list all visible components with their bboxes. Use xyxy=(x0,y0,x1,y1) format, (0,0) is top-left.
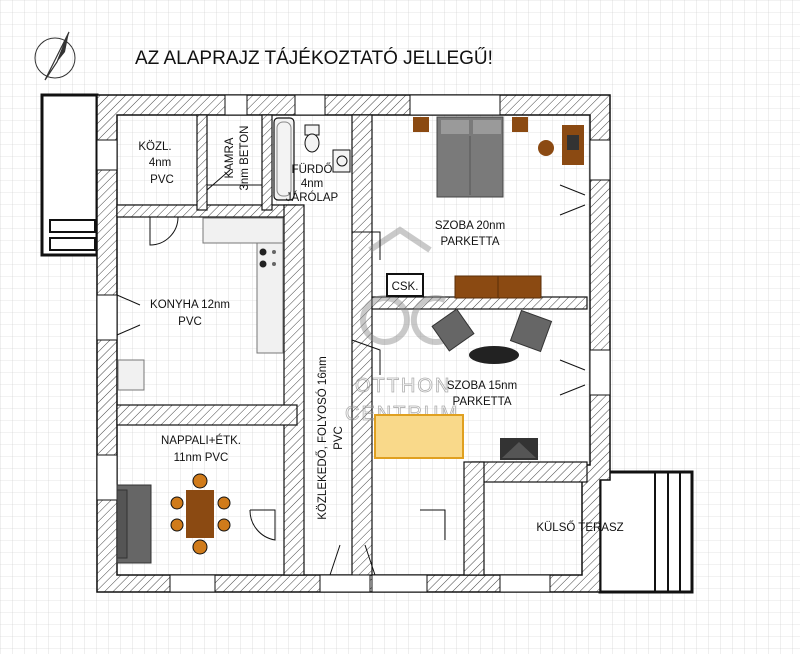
stove-icon xyxy=(259,248,276,268)
door-icon xyxy=(116,184,586,576)
armchair-icon xyxy=(431,308,553,353)
tv-icon xyxy=(500,438,538,460)
svg-text:4nm: 4nm xyxy=(301,178,323,190)
desk-icon xyxy=(562,125,584,165)
svg-text:PVC: PVC xyxy=(178,316,202,328)
svg-text:PARKETTA: PARKETTA xyxy=(441,236,500,248)
svg-text:KÖZLEKEDŐ, FOLYOSÓ 16nm: KÖZLEKEDŐ, FOLYOSÓ 16nm xyxy=(315,356,329,519)
left-balcony xyxy=(40,93,99,257)
bed-icon xyxy=(436,116,504,198)
sink-icon xyxy=(332,149,351,173)
svg-text:FÜRDŐ: FÜRDŐ xyxy=(292,162,333,176)
page-title: AZ ALAPRAJZ TÁJÉKOZTATÓ JELLEGŰ! xyxy=(135,47,493,69)
svg-text:KONYHA 12nm: KONYHA 12nm xyxy=(150,299,230,311)
compass-icon xyxy=(34,31,76,81)
svg-text:KAMRA: KAMRA xyxy=(224,137,236,178)
room-label-konyha: KONYHA 12nm PVC xyxy=(150,299,230,328)
kitchen-counter xyxy=(117,217,284,391)
svg-text:PVC: PVC xyxy=(333,426,345,450)
svg-text:11nm PVC: 11nm PVC xyxy=(174,452,229,464)
bathtub-icon xyxy=(273,117,295,201)
room-label-folyoso: KÖZLEKEDŐ, FOLYOSÓ 16nm PVC xyxy=(315,356,345,519)
dining-table-icon xyxy=(170,473,231,555)
room-label-nappali: NAPPALI+ÉTK. 11nm PVC xyxy=(161,434,241,464)
toilet-icon xyxy=(304,124,320,153)
svg-text:PVC: PVC xyxy=(150,174,174,186)
svg-text:JÁRÓLAP: JÁRÓLAP xyxy=(286,191,339,204)
room-label-szoba20: SZOBA 20nm PARKETTA xyxy=(435,220,505,248)
sofa-icon xyxy=(116,484,152,564)
window-icon xyxy=(96,94,611,593)
svg-text:NAPPALI+ÉTK.: NAPPALI+ÉTK. xyxy=(161,434,241,447)
svg-text:3nm BETON: 3nm BETON xyxy=(239,126,251,191)
sofa-bed xyxy=(374,414,464,459)
kamra-shelf xyxy=(206,169,262,191)
room-label-furdo: FÜRDŐ 4nm JÁRÓLAP xyxy=(286,162,339,204)
svg-text:SZOBA 20nm: SZOBA 20nm xyxy=(435,220,505,232)
room-label-csk: CSK. xyxy=(392,281,419,293)
svg-text:PARKETTA: PARKETTA xyxy=(453,396,512,408)
svg-text:KÖZL.: KÖZL. xyxy=(138,141,171,153)
room-label-kozl: KÖZL. 4nm PVC xyxy=(138,141,173,186)
interior-walls xyxy=(116,114,588,576)
room-label-kamra: KAMRA 3nm BETON xyxy=(224,126,251,191)
svg-text:SZOBA 15nm: SZOBA 15nm xyxy=(447,380,517,392)
wardrobe xyxy=(454,275,542,299)
coffee-table xyxy=(469,346,519,364)
csk-box xyxy=(386,273,424,297)
watermark-line1: OTTHON xyxy=(355,375,451,397)
room-label-terasz: KÜLSŐ TERASZ xyxy=(536,520,623,534)
room-label-szoba15: SZOBA 15nm PARKETTA xyxy=(447,380,517,408)
nightstands xyxy=(413,117,554,156)
svg-text:4nm: 4nm xyxy=(149,157,171,169)
